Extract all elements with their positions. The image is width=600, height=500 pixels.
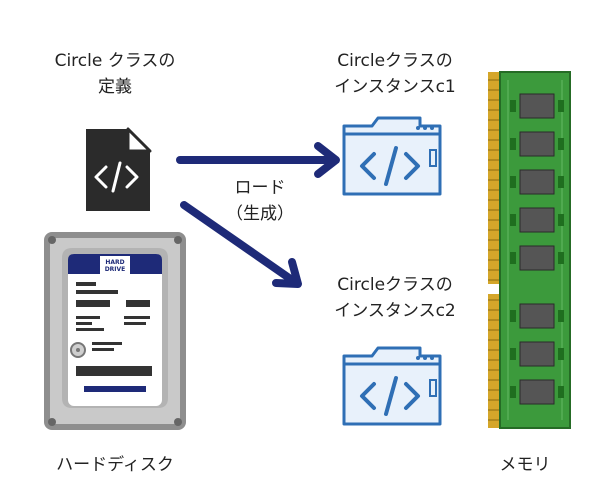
ram-module-icon	[486, 71, 571, 429]
hard-disk-label: ハードディスク	[56, 455, 174, 475]
instance-c2-label-line1: Circleクラスの	[337, 275, 453, 295]
code-window-icon-c1	[342, 116, 442, 196]
arrow-to-c1	[176, 142, 340, 178]
instance-c1-label-line1: Circleクラスの	[337, 51, 453, 71]
instance-c1-label-line2: インスタンスc1	[334, 77, 456, 97]
class-definition-label-line2: 定義	[98, 77, 132, 97]
instance-c2-label: Circleクラスの インスタンスc2	[300, 272, 490, 324]
hdd-sticker-text-1: HARD	[105, 259, 124, 266]
load-label-line2: （生成）	[226, 204, 294, 224]
arrow-to-c2	[180, 201, 302, 288]
hdd-sticker-text-2: DRIVE	[105, 266, 126, 273]
memory-label: メモリ	[499, 455, 551, 475]
load-label-line1: ロード	[234, 178, 286, 198]
hard-drive-icon: HARD DRIVE	[44, 232, 186, 430]
class-definition-label-line1: Circle クラスの	[54, 51, 176, 71]
instance-c1-label: Circleクラスの インスタンスc1	[300, 48, 490, 100]
load-label: ロード （生成）	[215, 175, 305, 227]
code-file-icon	[86, 127, 152, 211]
code-window-icon-c2	[342, 346, 442, 426]
instance-c2-label-line2: インスタンスc2	[334, 301, 456, 321]
class-definition-label: Circle クラスの 定義	[25, 48, 205, 100]
